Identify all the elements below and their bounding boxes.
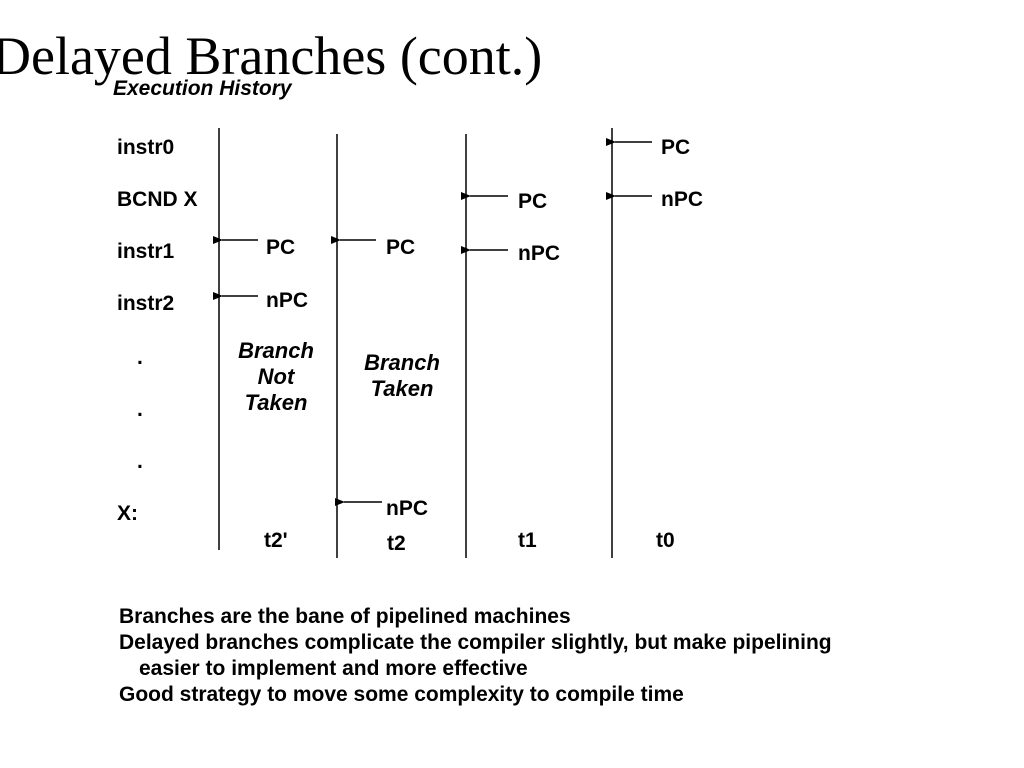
- ellipsis-dot: .: [137, 450, 143, 473]
- instruction-label: instr1: [117, 240, 175, 263]
- npc-label-t2-prime: nPC: [266, 289, 308, 312]
- pc-label-t1: PC: [518, 190, 548, 213]
- slide-title: Delayed Branches (cont.): [0, 26, 543, 86]
- instruction-label: instr0: [117, 136, 175, 159]
- instruction-label: instr2: [117, 292, 175, 315]
- npc-label-t0: nPC: [661, 188, 703, 211]
- note-line-continuation: easier to implement and more effective: [139, 657, 528, 680]
- npc-label-t2: nPC: [386, 497, 428, 520]
- note-line: Branches are the bane of pipelined machi…: [119, 605, 571, 628]
- diagram-subtitle: Execution History: [113, 77, 292, 100]
- ellipsis-dot: .: [137, 398, 143, 421]
- ellipsis-dot: .: [137, 346, 143, 369]
- time-label-t2: t2: [387, 532, 406, 555]
- time-label-t1: t1: [518, 529, 537, 552]
- branch-not-taken-label: Branch Not Taken: [238, 338, 314, 415]
- branch-taken-label: Branch Taken: [364, 350, 440, 401]
- instruction-label: X:: [117, 502, 138, 525]
- instruction-label: BCND X: [117, 188, 198, 211]
- pc-label-t2: PC: [386, 236, 416, 259]
- npc-label-t1: nPC: [518, 242, 560, 265]
- pc-label-t0: PC: [661, 136, 691, 159]
- time-label-t0: t0: [656, 529, 675, 552]
- time-label-t2-prime: t2': [264, 529, 288, 552]
- notes-block: Branches are the bane of pipelined machi…: [119, 604, 832, 708]
- pc-label-t2-prime: PC: [266, 236, 296, 259]
- note-line: Delayed branches complicate the compiler…: [119, 631, 832, 654]
- note-line: Good strategy to move some complexity to…: [119, 683, 684, 706]
